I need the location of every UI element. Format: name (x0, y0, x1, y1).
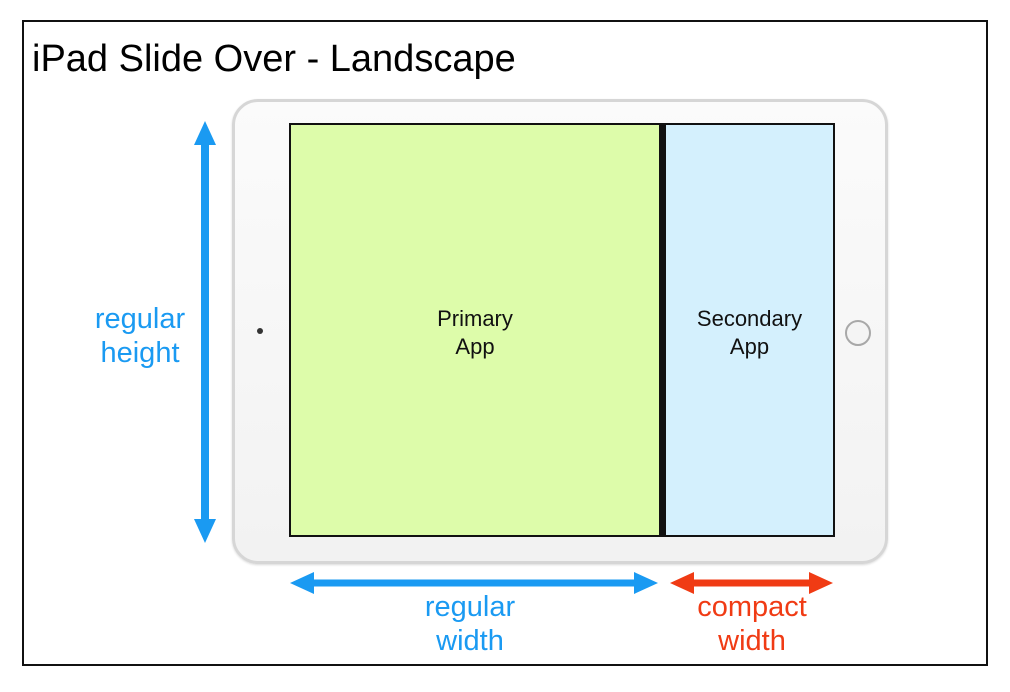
regular-height-label-line2: height (100, 337, 180, 369)
regular-width-label-line2: width (436, 625, 504, 657)
primary-app-label-line2: App (455, 334, 495, 359)
compact-width-label-line2: width (718, 625, 786, 657)
compact-width-label: compact width (672, 590, 832, 658)
regular-width-label-line1: regular (424, 591, 516, 623)
home-button-icon (845, 320, 871, 346)
compact-width-label-line1: compact (697, 591, 807, 623)
diagram-title: iPad Slide Over - Landscape (32, 38, 516, 80)
camera-icon (257, 328, 263, 334)
regular-height-label-line1: regular (94, 303, 186, 335)
primary-app-pane: Primary App (289, 123, 661, 537)
secondary-app-label-line1: Secondary (696, 306, 803, 331)
secondary-app-pane: Secondary App (664, 123, 835, 537)
regular-width-label: regular width (380, 590, 560, 658)
primary-app-label-line1: Primary (437, 306, 513, 331)
secondary-app-label-line2: App (729, 334, 770, 359)
regular-height-label: regular height (70, 302, 210, 370)
